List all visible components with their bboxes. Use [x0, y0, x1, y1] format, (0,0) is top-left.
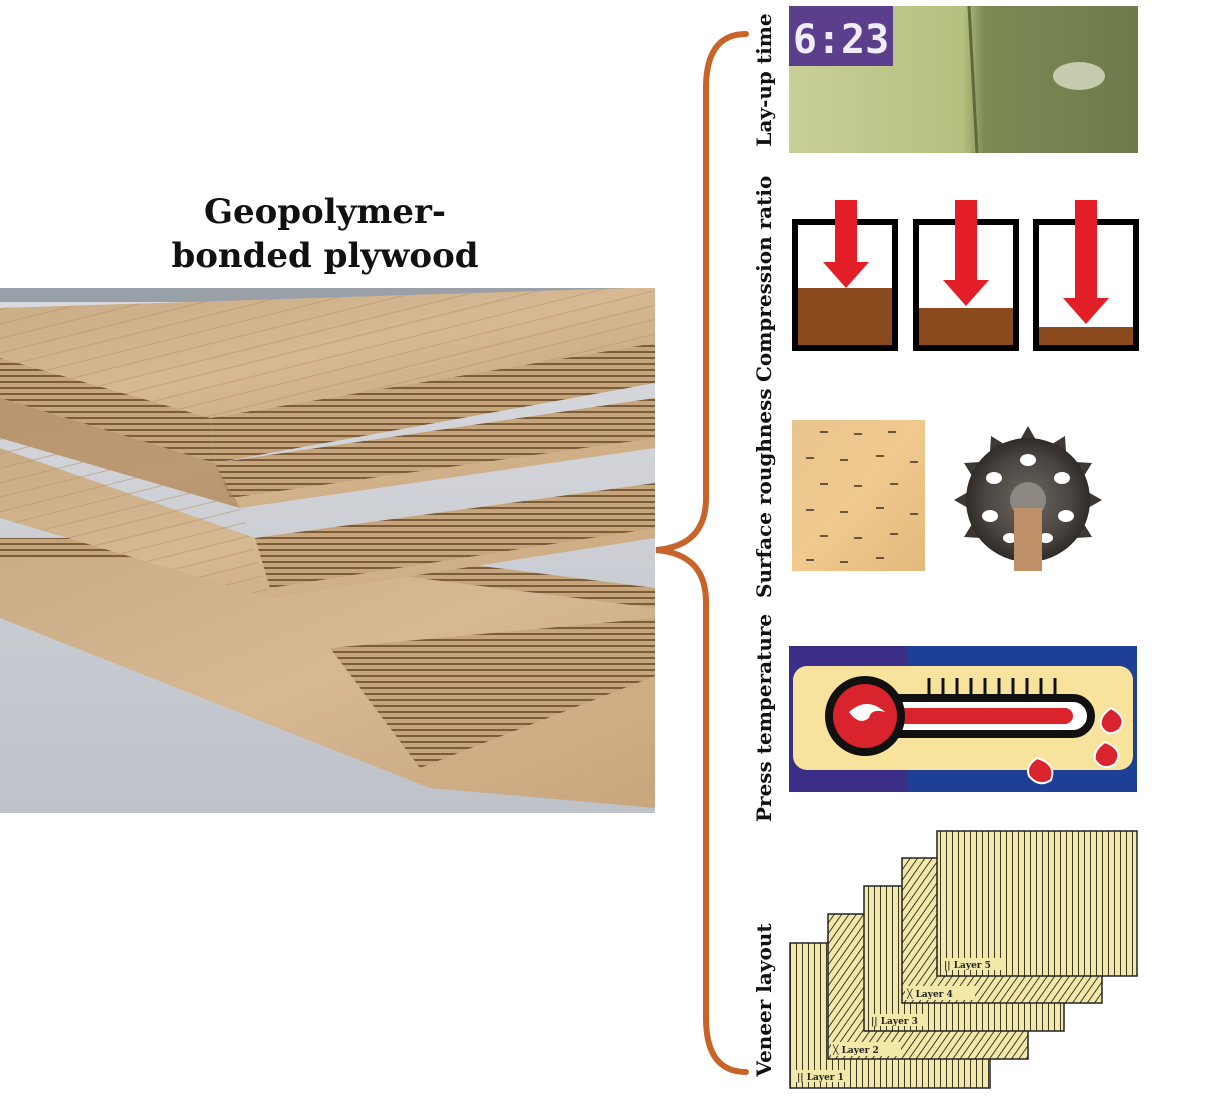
label-surface-roughness: Surface roughness: [752, 388, 776, 598]
label-compression-ratio: Compression ratio: [752, 175, 776, 382]
svg-text:|| Layer 3: || Layer 3: [871, 1017, 918, 1027]
timer-display: [789, 6, 893, 66]
layer-2-label: Layer 2: [842, 1046, 879, 1056]
heat-drops-icon: [1027, 706, 1124, 785]
compression-box-3: [1033, 200, 1139, 351]
svg-text:|| Layer 1: || Layer 1: [797, 1073, 844, 1083]
surface-roughness-panel: [792, 420, 1136, 571]
title-line-1: Geopolymer-: [203, 192, 447, 232]
compression-box-2: [913, 200, 1019, 351]
sanding-gear-photo: [931, 420, 1136, 571]
press-temperature-panel: [789, 646, 1137, 792]
svg-text:|| Layer 5: || Layer 5: [944, 961, 991, 971]
veneer-layer-5: || Layer 5: [936, 830, 1138, 977]
thermometer-icon: [825, 676, 1095, 756]
label-press-temperature: Press temperature: [752, 613, 776, 822]
svg-text:╳ Layer 4: ╳ Layer 4: [906, 988, 953, 1000]
layer-3-label: Layer 3: [881, 1017, 918, 1027]
veneer-surface-photo: [792, 420, 925, 571]
plywood-stack-photo: [0, 288, 655, 813]
svg-text:╳ Layer 2: ╳ Layer 2: [832, 1044, 879, 1056]
compression-ratio-panel: [792, 200, 1139, 351]
figure-title: Geopolymer- bonded plywood: [120, 190, 530, 278]
layer-1-label: Layer 1: [807, 1073, 844, 1083]
lay-up-time-panel: 6:23: [789, 6, 1138, 153]
veneer-layout-panel: || Layer 1 ╳ Layer 2 || Layer 3 ╳ Layer …: [789, 830, 1138, 1089]
title-line-2: bonded plywood: [171, 236, 479, 276]
layer-5-label: Layer 5: [954, 961, 991, 971]
compression-box-1: [792, 200, 898, 351]
label-lay-up-time: Lay-up time: [752, 13, 776, 147]
layer-4-label: Layer 4: [916, 990, 953, 1000]
label-veneer-layout: Veneer layout: [752, 923, 776, 1077]
curly-brace: [655, 31, 749, 1075]
timer-text: 6:23: [793, 17, 889, 63]
